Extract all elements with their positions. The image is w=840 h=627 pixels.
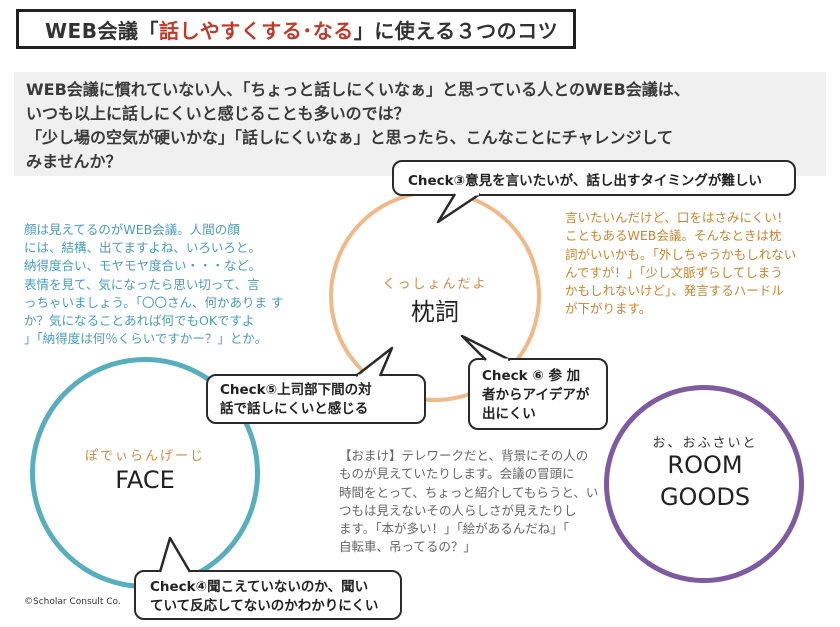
text-line: 詞がいいかも。「外しちゃうかもしれない	[565, 246, 797, 262]
check6-text: Check ⑥ 参 加	[482, 368, 581, 384]
intro-line: みませんか？	[26, 152, 122, 171]
text-line: 言いたいんだけど、口をはさみにくい！	[565, 210, 790, 225]
check4-text: ていて反応してないのかわかりにくい	[150, 598, 379, 614]
intro-line: いつも以上に話しにくいと感じることも多いのでは？	[26, 104, 410, 123]
text-line: 顔は見えてるのがWEB会議。人間の顔	[24, 222, 240, 237]
text-line: 自転車、吊ってるの？」	[339, 539, 476, 555]
text-line: ます。「本が多い！」「絵があるんだね」「	[339, 521, 570, 537]
text-line: かもしれないけど」、発言するハードル	[565, 283, 784, 299]
text-line: か？気になることあれば何でもOKですよ	[24, 313, 255, 329]
text-line: んですが！」「少し文脈ずらしてしまう	[565, 264, 783, 280]
text-line: 時間をとって、ちょっと紹介してもらうと、い	[339, 484, 599, 500]
bonus-description: 【おまけ】テレワークだと、背景にその人の ものが見えていたりします。会議の冒頭に…	[339, 447, 609, 557]
check3-bubble: Check③意見を言いたいが、話し出すタイミングが難しい	[392, 160, 796, 196]
check6-text: 者からアイデアが	[482, 387, 590, 403]
text-line: つもは見えないその人らしさが見えたりし	[339, 502, 577, 518]
text-line: こともあるWEB会議。そんなときは枕	[565, 228, 782, 244]
check6-bubble: Check ⑥ 参 加 者からアイデアが 出にくい	[468, 358, 608, 430]
check3-text: Check③意見を言いたいが、話し出すタイミングが難しい	[408, 173, 762, 189]
text-line: っちゃいましょう。「〇〇さん、何かありま す	[24, 294, 284, 310]
text-line: 【おまけ】テレワークだと、背景にその人の	[339, 448, 589, 463]
room-word: ROOM	[667, 451, 743, 479]
intro-line: 「少し場の空気が硬いかな」「話しにくいなぁ」と思ったら、こんなことにチャレンジし…	[26, 128, 674, 147]
check4-text: Check④聞こえていないのか、聞い	[150, 579, 369, 595]
cushion-ruby: くっしょんだよ	[382, 277, 488, 292]
check5-text: 話で話しにくいと感じる	[220, 401, 369, 417]
cushion-word: 枕詞	[411, 298, 459, 326]
page-title: WEB会議「話しやすくする･なる」に使える３つのコツ	[16, 9, 576, 49]
face-word: FACE	[115, 466, 175, 494]
text-line: ものが見えていたりします。会議の冒頭に	[339, 466, 575, 482]
title-highlight: 話しやすくする･なる	[158, 18, 354, 43]
title-suffix: 」に使える３つのコツ	[353, 18, 559, 43]
goods-word: GOODS	[659, 483, 751, 511]
face-ruby: ぽでぃらんげーじ	[84, 449, 205, 464]
text-line: が下がります。	[565, 301, 652, 317]
face-description: 顔は見えてるのがWEB会議。人間の顔 には、結構、出てますよね、いろいろと。 納…	[24, 221, 320, 348]
text-line: 表情を見て、気になったら思い切って、言	[24, 276, 260, 292]
copyright: ©Scholar Consult Co.	[24, 597, 121, 607]
text-line: 」「納得度は何％くらいですかー？」とか。	[24, 331, 268, 347]
check5-text: Check⑤上司部下間の対	[220, 382, 372, 398]
title-prefix: WEB会議「	[45, 18, 159, 43]
cushion-description: 言いたいんだけど、口をはさみにくい！ こともあるWEB会議。そんなときは枕 詞が…	[565, 209, 825, 319]
room-ruby: お、おふさいと	[652, 436, 758, 451]
text-line: には、結構、出てますよね、いろいろと。	[24, 240, 261, 256]
text-line: 納得度合い、モヤモヤ度合い・・・など。	[24, 258, 261, 274]
check5-bubble: Check⑤上司部下間の対 話で話しにくいと感じる	[206, 374, 426, 424]
room-goods-circle	[604, 385, 804, 583]
intro-line: WEB会議に慣れていない人、「ちょっと話しにくいなぁ」と思っている人とのWEB会…	[26, 80, 690, 99]
intro-block: WEB会議に慣れていない人、「ちょっと話しにくいなぁ」と思っている人とのWEB会…	[14, 72, 826, 176]
check4-bubble: Check④聞こえていないのか、聞い ていて反応してないのかわかりにくい	[134, 570, 402, 620]
check6-text: 出にくい	[482, 406, 536, 422]
